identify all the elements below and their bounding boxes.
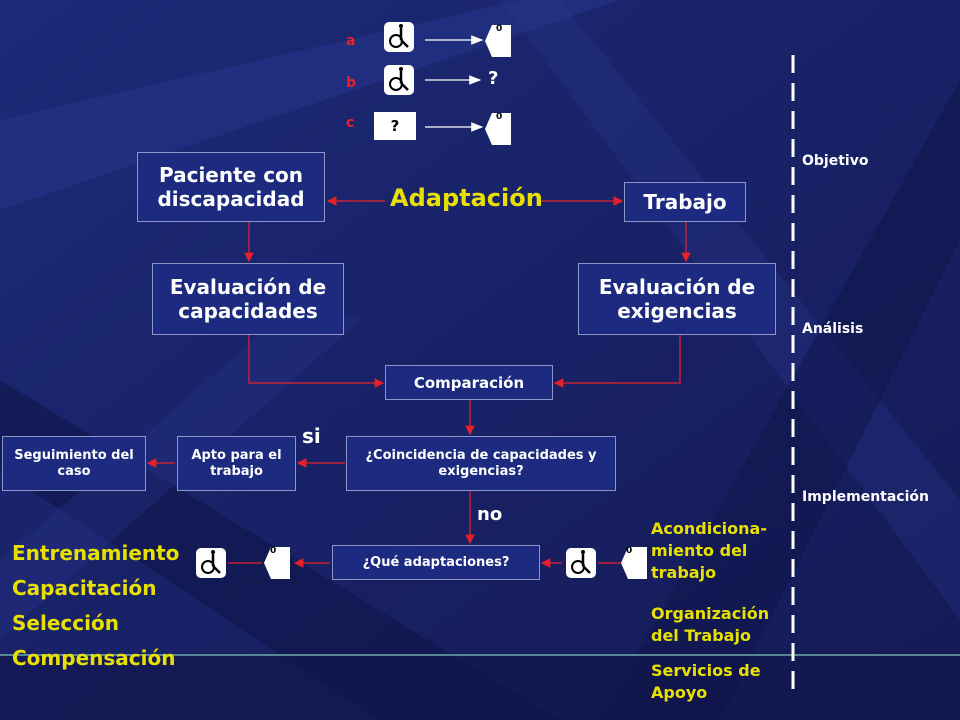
- phase-analysis: Análisis: [802, 321, 864, 337]
- list-item: Entrenamiento: [12, 541, 180, 565]
- label-yes: si: [302, 424, 321, 448]
- pentagon-icon: [264, 547, 290, 579]
- legend-label-a: a: [346, 33, 356, 49]
- wheelchair-icon: [196, 548, 226, 578]
- node-work: Trabajo: [624, 182, 746, 222]
- node-coincidence: ¿Coincidencia de capacidades y exigencia…: [346, 436, 616, 491]
- phase-implementation: Implementación: [802, 489, 929, 505]
- legend-b-result: ?: [488, 68, 499, 89]
- label-no: no: [477, 504, 503, 525]
- legend-zero-a: 0: [496, 24, 503, 34]
- pentagon-icon: [485, 113, 511, 145]
- pentagon-icon: [621, 547, 647, 579]
- right-item-3: Servicios de Apoyo: [651, 661, 761, 702]
- node-eval-demands: Evaluación de exigencias: [578, 263, 776, 335]
- node-followup: Seguimiento del caso: [2, 436, 146, 491]
- right-item-2: Organización del Trabajo: [651, 604, 770, 645]
- pentagon-icon: [485, 25, 511, 57]
- list-item: Selección: [12, 611, 119, 635]
- right-item-1: Acondiciona-miento del trabajo: [651, 519, 767, 582]
- legend-zero-c: 0: [496, 112, 503, 122]
- wheelchair-icon: [566, 548, 596, 578]
- node-patient: Paciente con discapacidad: [137, 152, 325, 222]
- arrow-demands-to-comparison: [553, 335, 681, 388]
- node-comparison: Comparación: [385, 365, 553, 400]
- node-adaptation: Adaptación: [390, 184, 543, 212]
- left-measures-list: Entrenamiento Capacitación Selección Com…: [12, 536, 179, 676]
- list-item: Capacitación: [12, 576, 157, 600]
- node-eval-capacities: Evaluación de capacidades: [152, 263, 344, 335]
- legend-c-input: ?: [390, 117, 400, 135]
- list-item: Compensación: [12, 646, 176, 670]
- node-adaptations: ¿Qué adaptaciones?: [332, 545, 540, 580]
- phase-objective: Objetivo: [802, 153, 869, 169]
- legend-c-input-box: ?: [374, 112, 416, 140]
- legend-label-b: b: [346, 75, 357, 91]
- zero-left: 0: [270, 546, 277, 556]
- zero-right: 0: [626, 546, 633, 556]
- legend-label-c: c: [346, 115, 355, 131]
- node-apt: Apto para el trabajo: [177, 436, 296, 491]
- wheelchair-icon: [384, 65, 414, 95]
- arrow-capacities-to-comparison: [248, 335, 385, 388]
- wheelchair-icon: [384, 22, 414, 52]
